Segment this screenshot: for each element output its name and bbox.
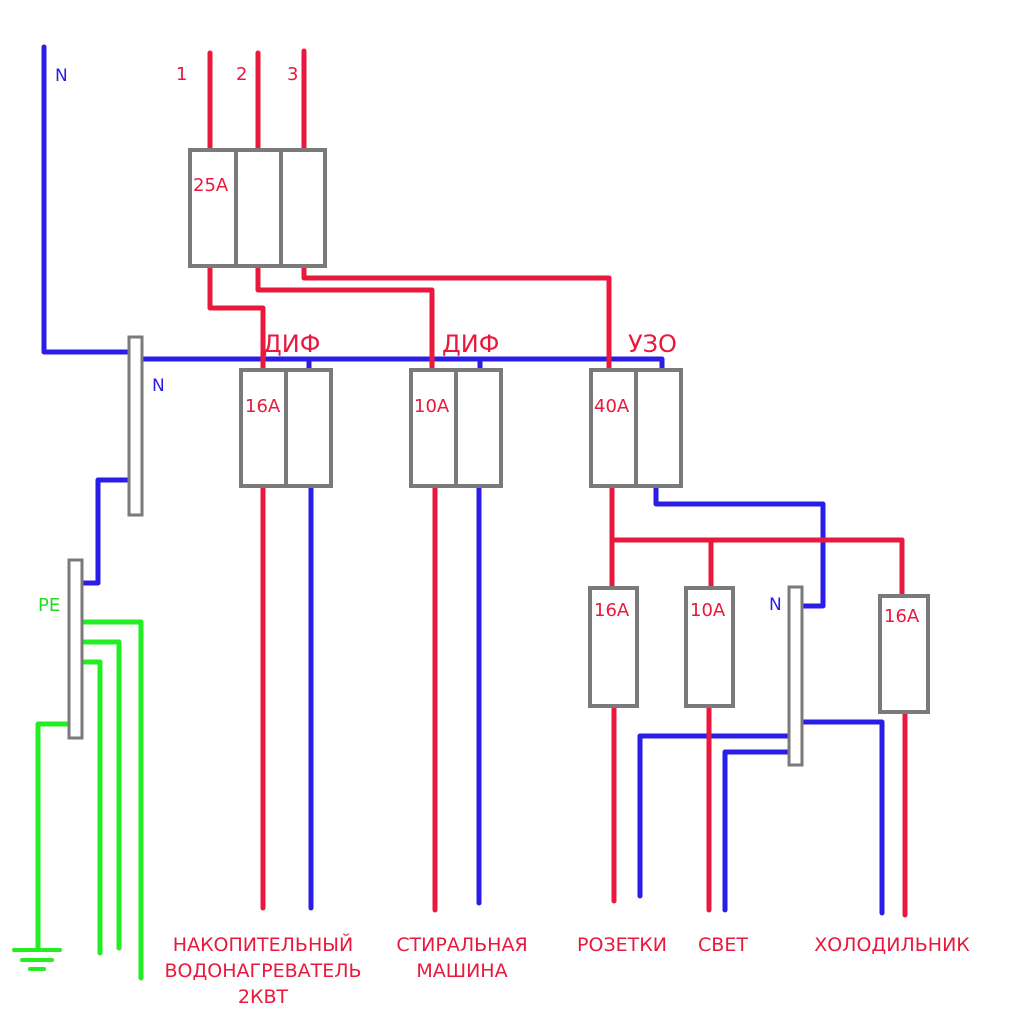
dif-2-rating: 10A: [414, 396, 450, 417]
outlets-rating: 16A: [594, 600, 630, 621]
light-breaker[interactable]: [684, 586, 735, 708]
dif-1-breaker-neutral[interactable]: [284, 368, 333, 488]
fridge-breaker[interactable]: [878, 594, 930, 714]
load-fridge: ХОЛОДИЛЬНИК: [814, 934, 970, 956]
phase-wires: [207, 48, 908, 918]
neutral-input-label: N: [55, 66, 68, 86]
uzo-group-label: УЗО: [628, 330, 677, 358]
light-rating: 10A: [690, 600, 726, 621]
main-breaker-rating: 25A: [193, 175, 229, 196]
earth-wire-ground: [35, 721, 73, 951]
neutral-wires: [41, 44, 885, 916]
dif-2-group-label: ДИФ: [442, 330, 500, 358]
phase-3-label: 3: [287, 64, 299, 85]
load-washing-machine-line-2: МАШИНА: [416, 960, 508, 982]
neutral-bus-label: N: [152, 376, 165, 396]
phase-to-uzo: [301, 263, 612, 375]
uzo-phase[interactable]: [589, 368, 638, 488]
neutral-input-wire: [41, 44, 133, 355]
load-washing-machine: СТИРАЛЬНАЯ МАШИНА: [382, 932, 542, 984]
neutral-bus-rcd: [787, 585, 804, 767]
load-washing-machine-line-1: СТИРАЛЬНАЯ: [396, 934, 528, 956]
dif-2-breaker-neutral[interactable]: [454, 368, 503, 488]
breakers: [188, 148, 930, 714]
main-breaker-pole-1[interactable]: [188, 148, 238, 268]
phase-1-label: 1: [176, 64, 188, 85]
load-water-heater-line-2: ВОДОНАГРЕВАТЕЛЬ: [164, 960, 362, 982]
load-light: СВЕТ: [698, 934, 748, 956]
earth-wires: [35, 619, 144, 981]
uzo-neutral[interactable]: [634, 368, 683, 488]
load-water-heater-line-1: НАКОПИТЕЛЬНЫЙ: [172, 934, 354, 956]
dif-2-breaker-phase[interactable]: [409, 368, 458, 488]
load-water-heater-line-3: 2КВТ: [237, 986, 289, 1008]
fridge-rating: 16A: [884, 606, 920, 627]
main-breaker-pole-3[interactable]: [279, 148, 327, 268]
dif-1-group-label: ДИФ: [263, 330, 321, 358]
ground-symbol: [12, 948, 62, 971]
pe-bus: [67, 558, 84, 740]
neutral-to-pe-wire: [79, 477, 133, 586]
outlets-breaker[interactable]: [588, 586, 639, 708]
phase-uzo-distribution: [609, 483, 905, 599]
load-water-heater: НАКОПИТЕЛЬНЫЙ ВОДОНАГРЕВАТЕЛЬ 2КВТ: [150, 932, 376, 1010]
neutral-bus-rcd-label: N: [769, 595, 782, 615]
phase-to-dif-2: [255, 263, 435, 375]
neutral-out-fridge: [797, 719, 885, 916]
pe-bus-label: PE: [38, 595, 61, 616]
phase-to-dif-1: [207, 263, 266, 375]
neutral-out-light: [722, 749, 793, 913]
neutral-uzo-to-bus: [653, 483, 826, 609]
earth-wire-1: [79, 619, 144, 981]
phase-2-label: 2: [236, 64, 248, 85]
busbars: [67, 335, 804, 767]
main-breaker-pole-2[interactable]: [234, 148, 283, 268]
neutral-bus-line: [137, 356, 665, 375]
load-outlets: РОЗЕТКИ: [577, 934, 667, 956]
dif-1-breaker-phase[interactable]: [239, 368, 288, 488]
dif-1-rating: 16A: [245, 396, 281, 417]
neutral-bus: [127, 335, 144, 517]
uzo-rating: 40A: [594, 396, 630, 417]
earth-wire-3: [79, 659, 103, 956]
earth-wire-2: [79, 639, 122, 951]
neutral-out-outlets: [637, 733, 793, 899]
